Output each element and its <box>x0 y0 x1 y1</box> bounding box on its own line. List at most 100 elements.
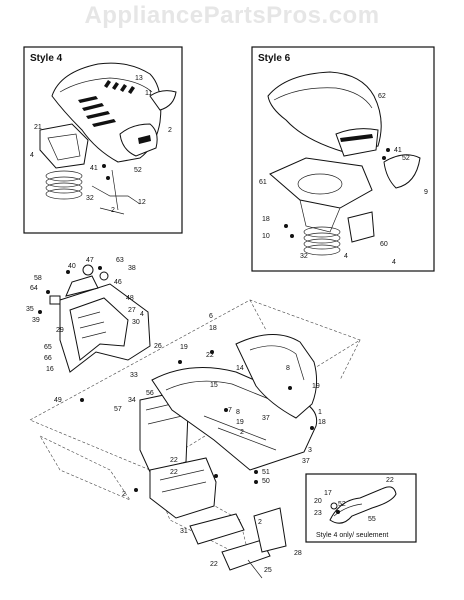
style6-title: Style 6 <box>258 53 291 64</box>
side-bracket <box>253 507 287 553</box>
callout: 30 <box>132 319 140 326</box>
callout: 4 <box>344 253 348 260</box>
callout: 8 <box>286 365 290 372</box>
callout: 65 <box>44 344 52 351</box>
callout: 62 <box>378 93 386 100</box>
callout: 7 <box>228 407 232 414</box>
callout: 46 <box>114 279 122 286</box>
switch-cluster <box>65 275 99 297</box>
chassis-front <box>149 457 217 519</box>
style4-title: Style 4 <box>30 53 63 64</box>
callout: 52 <box>402 155 410 162</box>
callout: 8 <box>236 409 240 416</box>
callout: 6 <box>209 313 213 320</box>
watermark: AppliancePartsPros.com <box>84 2 380 29</box>
main-callouts: 40 47 63 38 58 64 46 35 39 48 27 4 30 29… <box>26 257 326 574</box>
callout: 20 <box>314 498 322 505</box>
callout: 64 <box>30 285 38 292</box>
callout: 51 <box>262 469 270 476</box>
callout: 47 <box>86 257 94 264</box>
style6-grille <box>335 128 379 157</box>
callout: 38 <box>128 265 136 272</box>
callout: 2 <box>240 429 244 436</box>
callout: 19 <box>180 344 188 351</box>
callout: 19 <box>312 383 320 390</box>
style6-panel: Style 6 62 41 52 9 61 18 10 60 32 <box>251 46 435 272</box>
callout: 39 <box>32 317 40 324</box>
axle-bracket <box>189 513 245 545</box>
throttle-control <box>49 295 61 305</box>
inset-bumper <box>329 486 397 524</box>
callout: 50 <box>262 478 270 485</box>
callout: 22 <box>386 477 394 484</box>
style6-callouts: 62 41 52 9 61 18 10 60 32 4 4 <box>259 93 428 266</box>
callout: 28 <box>294 550 302 557</box>
callout: 19 <box>236 419 244 426</box>
callout: 10 <box>262 233 270 240</box>
callout: 4 <box>140 311 144 318</box>
inset-caption: Style 4 only/ seulement <box>316 532 388 539</box>
callout: 23 <box>314 510 322 517</box>
style4-spring <box>45 170 83 200</box>
callout: 21 <box>34 124 42 131</box>
callout: 17 <box>324 490 332 497</box>
callout: 58 <box>34 275 42 282</box>
callout: 15 <box>210 382 218 389</box>
style4-shroud <box>39 123 89 169</box>
style6-lens <box>383 154 421 189</box>
callout: 18 <box>209 325 217 332</box>
callout: 31 <box>180 528 188 535</box>
callout: 34 <box>128 397 136 404</box>
style4-linkage <box>91 185 141 205</box>
knob <box>99 271 109 281</box>
callout: 2 <box>258 519 262 526</box>
callout: 48 <box>126 295 134 302</box>
callout: 22 <box>206 352 214 359</box>
callout: 66 <box>44 355 52 362</box>
callout: 12 <box>138 199 146 206</box>
callout: 52 <box>134 167 142 174</box>
callout: 25 <box>264 567 272 574</box>
callout: 29 <box>56 327 64 334</box>
callout: 35 <box>26 306 34 313</box>
ignition-switch <box>82 264 94 276</box>
callout: 2 <box>168 127 172 134</box>
main-fasteners <box>38 266 314 492</box>
inset-frame <box>305 473 417 543</box>
callout: 57 <box>114 406 122 413</box>
main-exploded-view: 40 47 63 38 58 64 46 35 39 48 27 4 30 29… <box>26 257 361 579</box>
callout: 52 <box>338 501 346 508</box>
callout: 55 <box>368 516 376 523</box>
callout: 37 <box>262 415 270 422</box>
callout: 63 <box>116 257 124 264</box>
style4-lens <box>149 90 177 111</box>
callout: 27 <box>128 307 136 314</box>
callout: 2 <box>111 207 115 214</box>
callout: 18 <box>262 216 270 223</box>
callout: 33 <box>130 372 138 379</box>
style6-shroud <box>269 157 373 209</box>
callout: 41 <box>90 165 98 172</box>
callout: 22 <box>170 469 178 476</box>
callout: 1 <box>318 409 322 416</box>
callout: 56 <box>146 390 154 397</box>
inset-callouts: 22 17 20 52 23 55 <box>314 477 394 523</box>
callout: 26 <box>154 343 162 350</box>
callout: 3 <box>308 447 312 454</box>
inset-washer <box>330 502 338 510</box>
callout: 22 <box>170 457 178 464</box>
style4-callouts: 13 11 2 21 4 52 41 32 2 12 <box>30 75 172 214</box>
style6-frame <box>251 46 435 272</box>
callout: 11 <box>145 90 152 97</box>
callout: 22 <box>210 561 218 568</box>
callout: 9 <box>424 189 428 196</box>
callout: 14 <box>236 365 244 372</box>
callout: 61 <box>259 179 267 186</box>
callout: 18 <box>318 419 326 426</box>
style4-hood-vents <box>78 80 135 127</box>
lower-bracket <box>221 539 271 571</box>
callout: 40 <box>68 263 76 270</box>
callout: 32 <box>300 253 308 260</box>
callout: 13 <box>135 75 143 82</box>
dash-tower <box>69 297 129 361</box>
